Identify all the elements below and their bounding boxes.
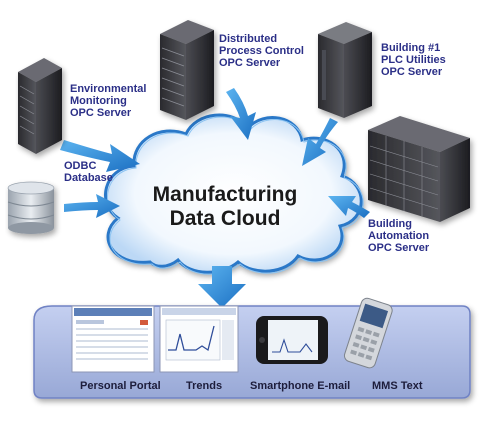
label-line: OPC Server <box>381 66 443 78</box>
label-line: Building <box>368 218 412 230</box>
server-dpc <box>160 20 214 120</box>
label-line: Monitoring <box>70 95 127 107</box>
label-environmental-server: Environmental Monitoring OPC Server <box>70 83 146 119</box>
arrow-bao-to-cloud <box>328 196 370 218</box>
label-odbc-database: ODBC Database <box>64 160 113 184</box>
label-line: Process Control <box>219 45 304 57</box>
arrow-bldg1-to-cloud <box>302 118 338 166</box>
server-environmental <box>18 58 62 154</box>
label-trends: Trends <box>186 380 223 392</box>
label-line: Building #1 <box>381 42 441 54</box>
label-line: Automation <box>368 230 430 242</box>
smartphone-icon <box>256 316 328 364</box>
label-line: PLC Utilities <box>381 54 446 66</box>
label-line: OPC Server <box>368 242 430 254</box>
cloud-title-line2: Data Cloud <box>169 207 281 230</box>
portal-screenshot-icon <box>71 305 155 373</box>
label-line: OPC Server <box>219 57 281 69</box>
label-building1-server: Building #1 PLC Utilities OPC Server <box>381 42 446 78</box>
cloud-title-line1: Manufacturing <box>152 183 298 206</box>
cloud-title: Manufacturing Data Cloud <box>120 183 330 231</box>
label-dpc-server: Distributed Process Control OPC Server <box>219 33 304 69</box>
arrow-dpc-to-cloud <box>226 88 256 140</box>
label-smartphone-email: Smartphone E-mail <box>250 380 351 392</box>
server-building1 <box>318 22 372 118</box>
label-bao-server: Building Automation OPC Server <box>368 218 429 254</box>
arrow-env-to-cloud <box>60 140 140 172</box>
mms-phone-icon <box>343 297 393 369</box>
label-line: Environmental <box>70 83 147 95</box>
trends-screenshot-icon <box>159 305 239 373</box>
server-cluster-bao <box>368 116 470 222</box>
database-icon <box>7 181 55 234</box>
label-personal-portal: Personal Portal <box>80 380 161 392</box>
label-line: OPC Server <box>70 107 132 119</box>
label-line: Distributed <box>219 33 278 45</box>
arrow-cloud-to-outputs <box>198 266 246 308</box>
flow-arrows <box>60 88 370 308</box>
label-mms-text: MMS Text <box>372 380 423 392</box>
data-cloud <box>103 113 364 275</box>
label-line: Database <box>64 172 113 184</box>
arrow-odbc-to-cloud <box>64 194 120 218</box>
label-line: ODBC <box>64 160 97 172</box>
